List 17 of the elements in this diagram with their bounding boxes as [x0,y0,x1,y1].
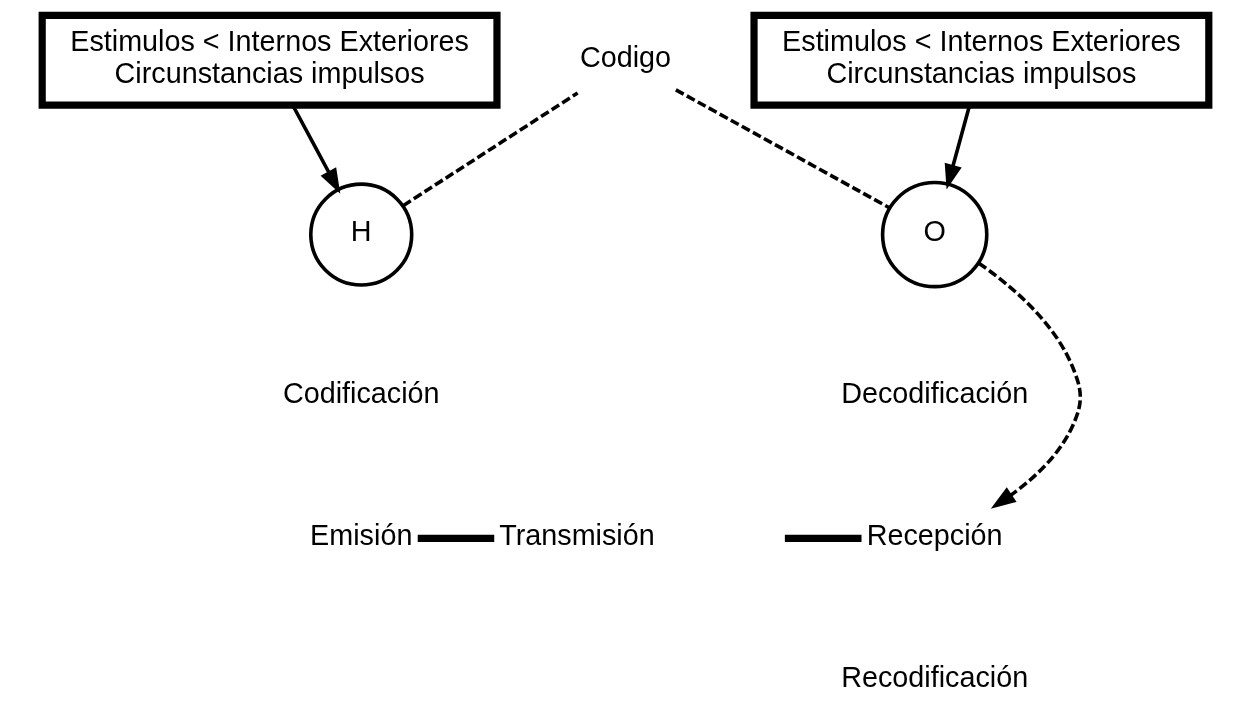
node-text: Transmisión [499,519,655,552]
node-text: Emisión [310,519,413,552]
label: Recodificación [841,661,1029,694]
connector [402,91,579,207]
arrow [291,105,341,194]
node-text: Recepción [866,519,1003,552]
node-label: Decodificación [841,377,1029,410]
node-circle: O [880,180,989,289]
connector [675,88,891,210]
arrow [977,261,1083,509]
node-box: Estimulos < Internos Exteriores Circunstancias impulsos [750,11,1213,109]
node-box: Estimulos < Internos Exteriores Circunstancias impulsos [38,11,501,109]
arrow [944,105,972,190]
node-circle: H [309,182,414,287]
node-label: Codificación [282,377,440,410]
node-text: Codigo [579,41,672,74]
connector [417,534,495,542]
